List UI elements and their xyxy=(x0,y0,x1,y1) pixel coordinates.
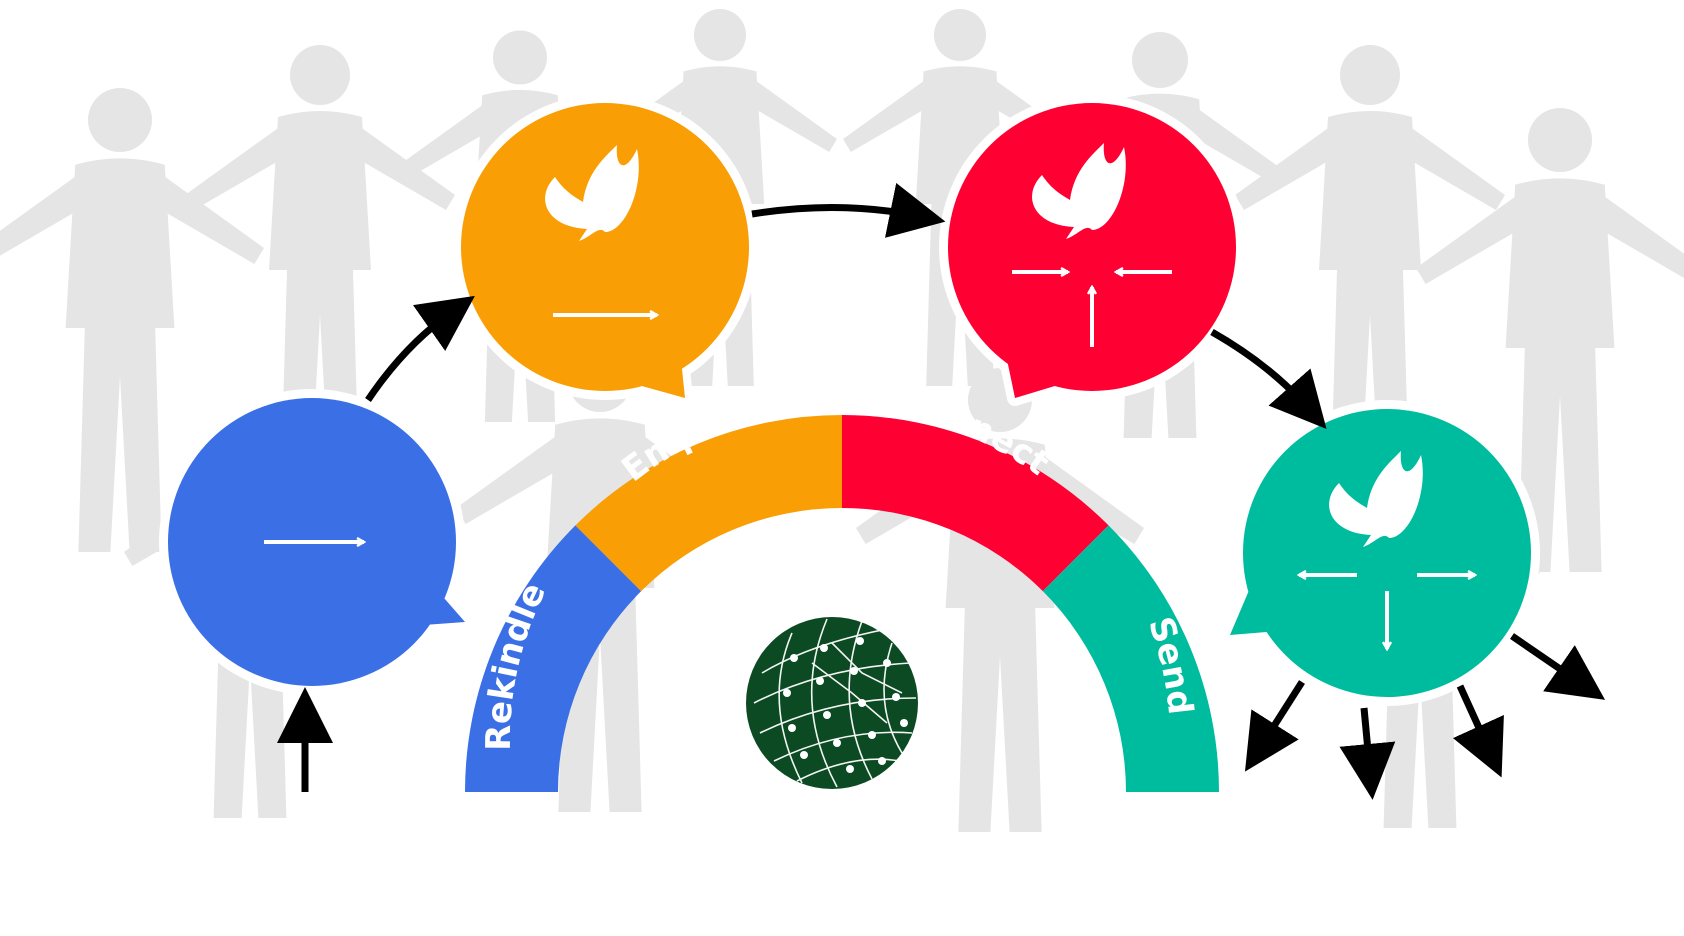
rekindle-to-empower-arrow xyxy=(365,295,475,402)
empower-to-connect-arrow xyxy=(751,182,946,238)
dove-flame-converging-arrows-icon xyxy=(1012,143,1172,347)
dove-flame-icon xyxy=(1329,451,1423,547)
rekindle-bubble xyxy=(159,389,473,695)
empower-bubble xyxy=(452,94,758,406)
dove-flame-arrow-right-icon xyxy=(545,145,657,315)
dove-flame-icon xyxy=(545,145,639,241)
send-out-arrow-3 xyxy=(1452,684,1504,778)
arc-segment-rekindle xyxy=(465,525,642,792)
dove-flame-icon xyxy=(1032,143,1126,239)
connect-to-send-arrow xyxy=(1210,328,1327,429)
arc-segment-connect xyxy=(842,415,1109,592)
globe-network-icon xyxy=(746,617,918,789)
send-out-arrow-1 xyxy=(1244,680,1305,772)
arc-segment-empower xyxy=(575,415,842,592)
stage-bubbles xyxy=(159,94,1540,706)
dove-flame-diverging-arrows-icon xyxy=(1299,451,1475,649)
arc-segment-send xyxy=(1042,525,1219,792)
send-bubble xyxy=(1222,400,1540,706)
connect-bubble xyxy=(939,94,1245,406)
send-out-arrow-4 xyxy=(1510,633,1606,700)
send-out-arrow-2 xyxy=(1339,707,1396,800)
flow-arrows xyxy=(277,182,1606,800)
